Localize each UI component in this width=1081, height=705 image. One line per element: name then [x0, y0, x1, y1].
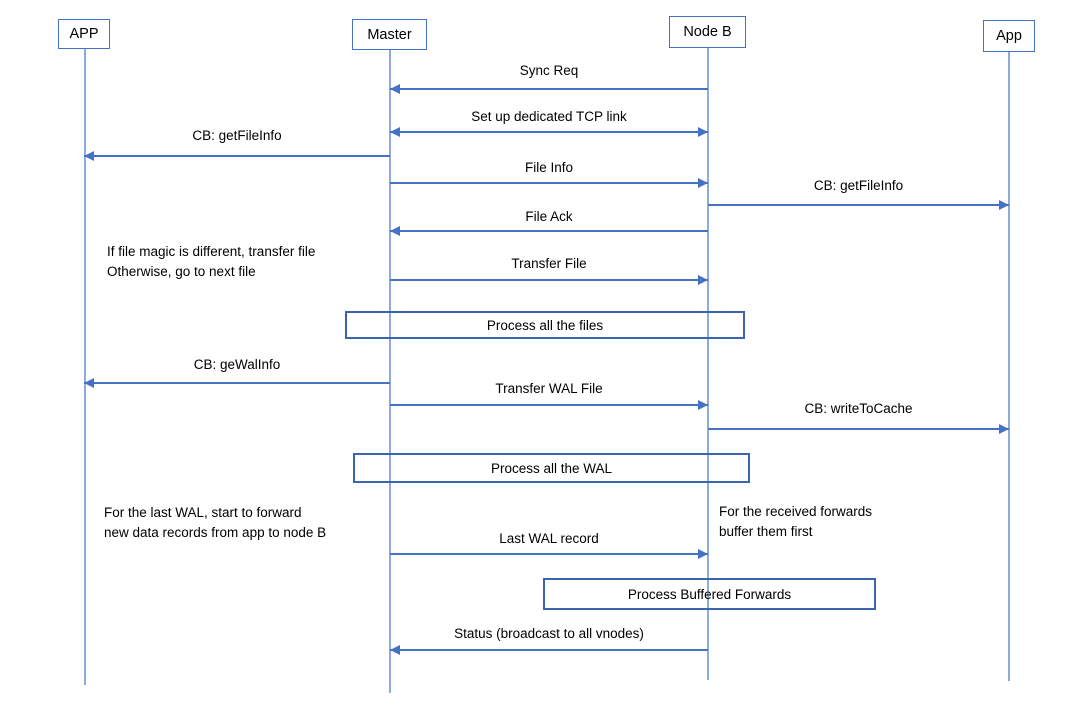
lifeline-app-right	[1008, 52, 1010, 681]
lifeline-node-b	[707, 48, 709, 680]
message-arrow-file-ack	[390, 226, 708, 235]
note-file-magic: If file magic is different, transfer fil…	[107, 244, 316, 279]
message-arrow-transfer-wal	[390, 400, 708, 409]
message-arrow-last-wal-record	[390, 549, 708, 558]
message-label-transfer-wal: Transfer WAL File	[495, 381, 603, 396]
actor-node-b: Node B	[669, 16, 746, 48]
message-arrow-sync-req	[390, 84, 708, 93]
message-label-cb-gewalinfo: CB: geWalInfo	[193, 357, 281, 372]
message-label-last-wal-record: Last WAL record	[499, 531, 599, 546]
message-label-cb-getfileinfo-right: CB: getFileInfo	[813, 178, 904, 193]
message-arrow-cb-gewalinfo	[84, 378, 390, 387]
message-arrow-file-info	[390, 178, 708, 187]
message-label-tcp-link: Set up dedicated TCP link	[471, 109, 627, 124]
note-last-wal: For the last WAL, start to forward new d…	[104, 505, 327, 540]
process-box-files: Process all the files	[345, 311, 745, 339]
process-box-buffered-forwards: Process Buffered Forwards	[543, 578, 876, 610]
message-label-transfer-file: Transfer File	[511, 256, 587, 271]
message-arrow-cb-getfileinfo-left	[84, 151, 390, 160]
message-label-cb-getfileinfo-left: CB: getFileInfo	[192, 128, 282, 143]
message-label-file-ack: File Ack	[525, 209, 573, 224]
message-arrow-status-broadcast	[390, 645, 708, 654]
message-arrow-tcp-link	[390, 127, 708, 136]
lifeline-master	[389, 50, 391, 693]
message-label-file-info: File Info	[524, 160, 574, 175]
message-label-sync-req: Sync Req	[519, 63, 579, 78]
actor-master: Master	[352, 19, 427, 50]
message-arrow-cb-getfileinfo-right	[708, 200, 1009, 209]
message-label-cb-writetocache: CB: writeToCache	[804, 401, 913, 416]
actor-app-left: APP	[58, 19, 110, 49]
message-label-status-broadcast: Status (broadcast to all vnodes)	[454, 626, 644, 641]
process-box-wal: Process all the WAL	[353, 453, 750, 483]
actor-app-right: App	[983, 20, 1035, 52]
lifeline-app-left	[84, 49, 86, 685]
message-arrow-cb-writetocache	[708, 424, 1009, 433]
message-arrow-transfer-file	[390, 275, 708, 284]
note-received-forwards: For the received forwards buffer them fi…	[719, 504, 873, 539]
